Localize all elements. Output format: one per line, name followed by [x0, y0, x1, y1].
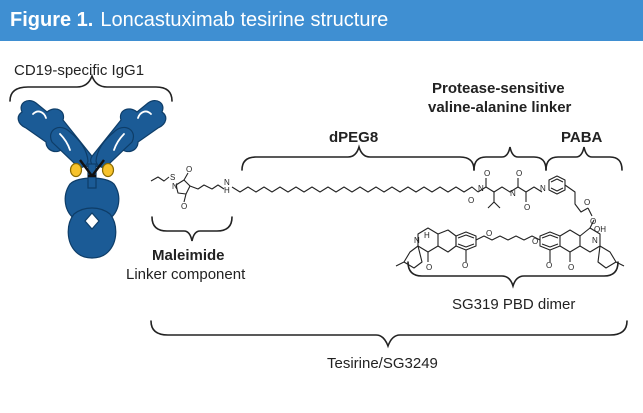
atom-o-label: O: [468, 196, 474, 205]
atom-oh-label: OH: [594, 225, 606, 234]
atom-n-label: N: [540, 184, 546, 193]
atom-n-label: N: [414, 236, 420, 245]
sg319-bracket: [407, 261, 619, 289]
atom-n-label: N: [478, 184, 484, 193]
protease-bracket: [473, 146, 547, 171]
atom-o-label: O: [532, 237, 538, 246]
antibody-bracket: [9, 73, 173, 102]
atom-o-label: O: [524, 203, 530, 212]
atom-o-label: O: [181, 202, 187, 211]
maleimide-bracket: [151, 216, 233, 242]
atom-o-label: O: [186, 165, 192, 174]
maleimide-label: Maleimide: [152, 247, 225, 264]
figure-title: Loncastuximab tesirine structure: [100, 9, 389, 31]
figure-number: Figure 1.: [10, 9, 94, 31]
atom-o-label: O: [568, 263, 574, 272]
paba-bracket: [545, 146, 623, 171]
tesirine-label: Tesirine/SG3249: [327, 355, 438, 372]
atom-o-label: O: [462, 261, 468, 270]
antibody-icon: [17, 100, 167, 259]
atom-n-label: N: [172, 182, 178, 191]
protease-linker-label-line1: Protease-sensitive: [432, 80, 565, 97]
atom-n-label: N: [592, 236, 598, 245]
atom-h-label: H: [424, 231, 430, 240]
atom-o-label: O: [516, 169, 522, 178]
antibody-label: CD19-specific IgG1: [14, 62, 145, 79]
paba-label: PABA: [561, 129, 603, 146]
linker-component-label: Linker component: [126, 266, 246, 283]
protease-linker-label-line2: valine-alanine linker: [428, 99, 572, 116]
atom-o-label: O: [486, 229, 492, 238]
atom-n-label: N: [510, 189, 516, 198]
dpeg8-label: dPEG8: [329, 129, 379, 146]
tesirine-bracket: [150, 320, 628, 349]
atom-h-label: H: [224, 186, 230, 195]
sg319-label: SG319 PBD dimer: [452, 296, 576, 313]
chemical-structure: [150, 172, 625, 269]
dpeg8-bracket: [241, 144, 475, 171]
atom-s-label: S: [170, 173, 175, 182]
atom-o-label: O: [546, 261, 552, 270]
atom-o-label: O: [590, 217, 596, 226]
atom-o-label: O: [484, 169, 490, 178]
atom-o-label: O: [426, 263, 432, 272]
atom-n-label: N: [224, 178, 230, 187]
figure-header: Figure 1. Loncastuximab tesirine structu…: [0, 0, 643, 41]
atom-o-label: O: [584, 198, 590, 207]
